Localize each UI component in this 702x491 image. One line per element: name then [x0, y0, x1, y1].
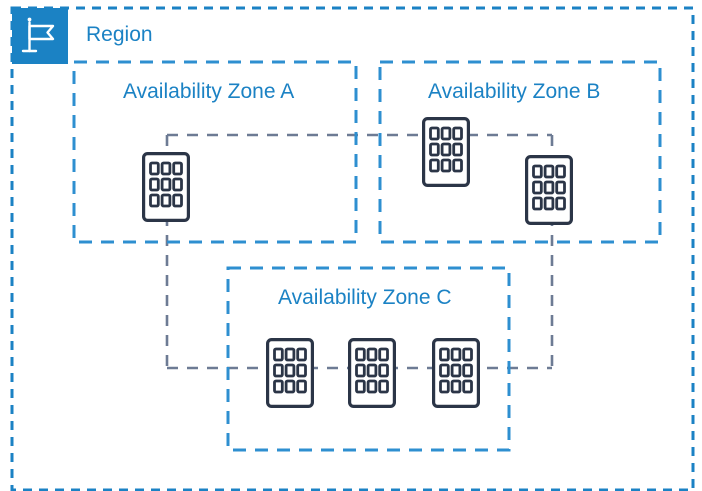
building-icon-a1: [142, 152, 190, 222]
building-icon-c3: [432, 338, 480, 408]
building-icon-c1: [266, 338, 314, 408]
region-label: Region: [86, 23, 153, 46]
zone-a-label: Availability Zone A: [123, 80, 295, 103]
connector-lines: [165, 133, 554, 370]
region-flag-badge: [12, 8, 68, 64]
building-icon-b2: [524, 155, 574, 225]
zone-c-label: Availability Zone C: [278, 286, 452, 309]
flag-icon: [21, 17, 55, 53]
region-boundary: [10, 6, 695, 491]
zone-box-b: [378, 60, 662, 244]
zone-box-c: [226, 266, 511, 452]
building-icon-b1: [422, 116, 470, 187]
zone-b-label: Availability Zone B: [428, 80, 601, 103]
zone-box-a: [72, 60, 358, 244]
building-icon-c2: [348, 338, 396, 408]
